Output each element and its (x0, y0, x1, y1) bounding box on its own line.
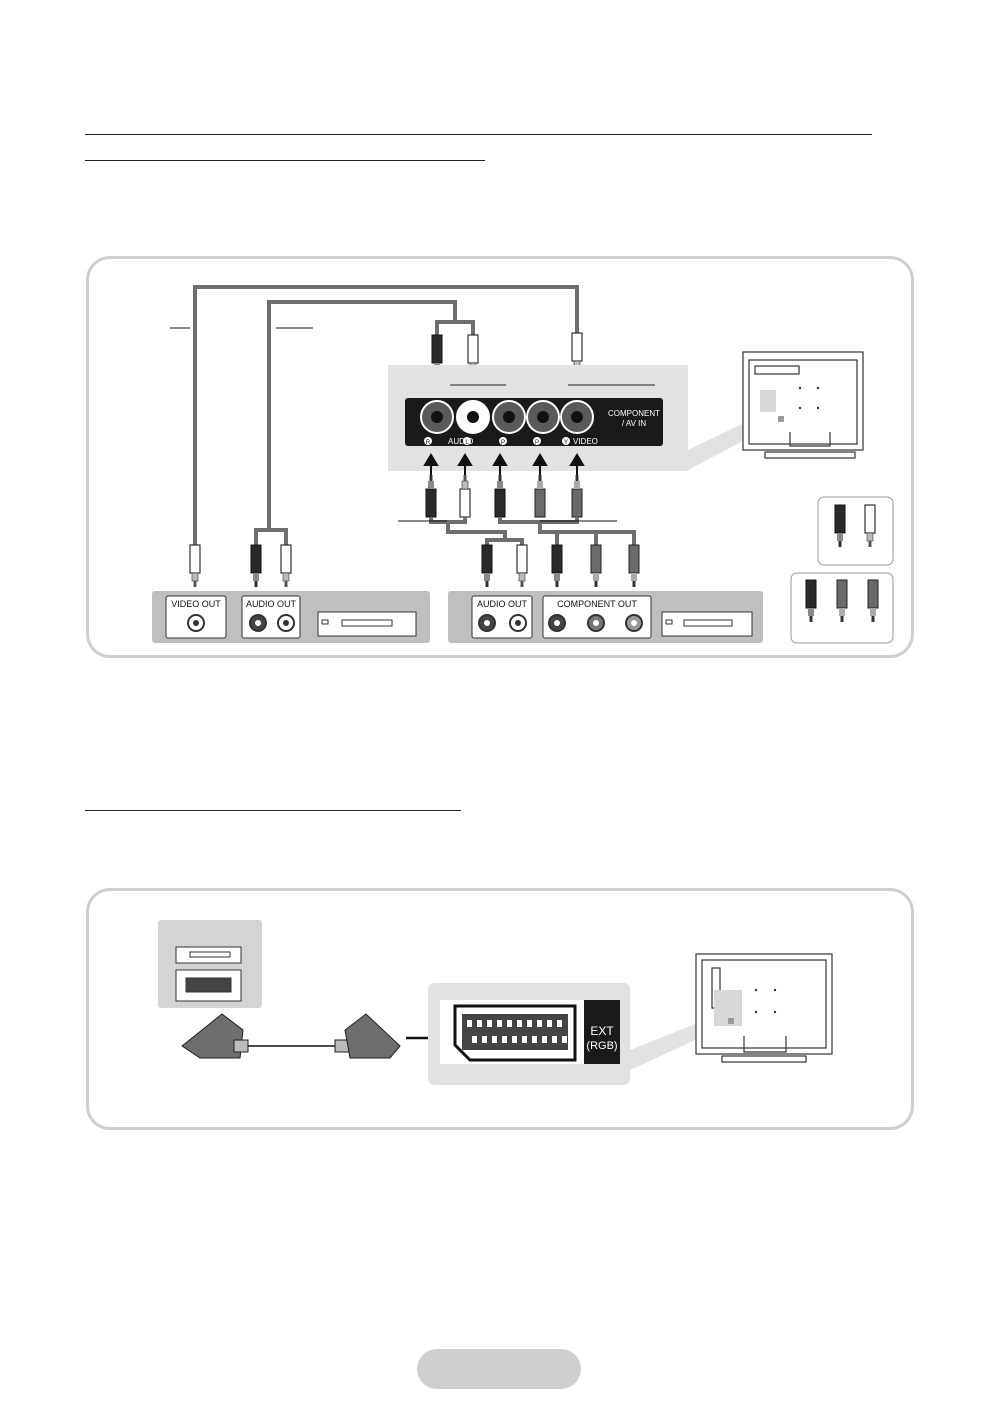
tv-rear-icon (742, 351, 864, 459)
zoom-wedge-2 (630, 1022, 708, 1070)
rgb-label: (RGB) (586, 1040, 617, 1052)
jack-y-label: Y (564, 440, 568, 446)
video-out-label: VIDEO OUT (171, 599, 221, 609)
cable-audio (254, 300, 475, 545)
scart-pin (562, 1036, 567, 1043)
scart-pin (512, 1036, 517, 1043)
jack-pb-label: P (535, 440, 539, 446)
scart-pin (467, 1020, 472, 1027)
scart-pin (552, 1036, 557, 1043)
dvd-player-icon (661, 611, 753, 637)
scart-pin (557, 1020, 562, 1027)
scart-cable (181, 1013, 401, 1059)
jack-video-label: VIDEO (573, 437, 598, 446)
scart-pin (547, 1020, 552, 1027)
section-rule-scart (85, 810, 461, 811)
scart-pin (542, 1036, 547, 1043)
scart-pin (497, 1020, 502, 1027)
vcr-icon (317, 611, 417, 637)
audio-out-label: AUDIO OUT (246, 599, 297, 609)
audio-out-label-2: AUDIO OUT (477, 599, 528, 609)
scart-pin (537, 1020, 542, 1027)
jack-r-label: R (426, 440, 431, 446)
zoom-wedge (688, 420, 760, 470)
scart-pin (477, 1020, 482, 1027)
arrow-up-icon (423, 453, 585, 476)
panel-title-2: / AV IN (622, 419, 647, 428)
jack-pb (526, 400, 560, 434)
jack-audio-r (420, 400, 454, 434)
scart-pin (517, 1020, 522, 1027)
tv-rear-icon-2 (695, 953, 833, 1063)
legend-audio-cable (817, 496, 894, 566)
plug-row-lower-up (425, 474, 583, 518)
scart-pin (502, 1036, 507, 1043)
jack-audio-l (456, 400, 490, 434)
plug-row-devices (189, 544, 640, 588)
header-rule-2 (85, 160, 485, 161)
jack-audio-label: AUDIO (448, 437, 473, 446)
scart-socket-icon (453, 1004, 577, 1062)
scart-pin (522, 1036, 527, 1043)
cable-component-bundle (429, 517, 636, 545)
header-rule-1 (85, 134, 872, 135)
ext-label: EXT (590, 1024, 614, 1038)
jack-pr-label: P (501, 440, 505, 446)
scart-pin (532, 1036, 537, 1043)
scart-pin (507, 1020, 512, 1027)
scart-pin (482, 1036, 487, 1043)
jack-pr (492, 400, 526, 434)
component-out-label: COMPONENT OUT (557, 599, 637, 609)
page-number-badge (417, 1349, 581, 1389)
cable-video (193, 285, 579, 545)
scart-pin (472, 1036, 477, 1043)
jack-y-video (560, 400, 594, 434)
scart-pin (487, 1020, 492, 1027)
vcr-icon-scart (175, 946, 242, 1002)
jack-l-label: L (465, 440, 469, 446)
panel-title-1: COMPONENT (608, 409, 660, 418)
scart-pin (492, 1036, 497, 1043)
scart-pin (527, 1020, 532, 1027)
